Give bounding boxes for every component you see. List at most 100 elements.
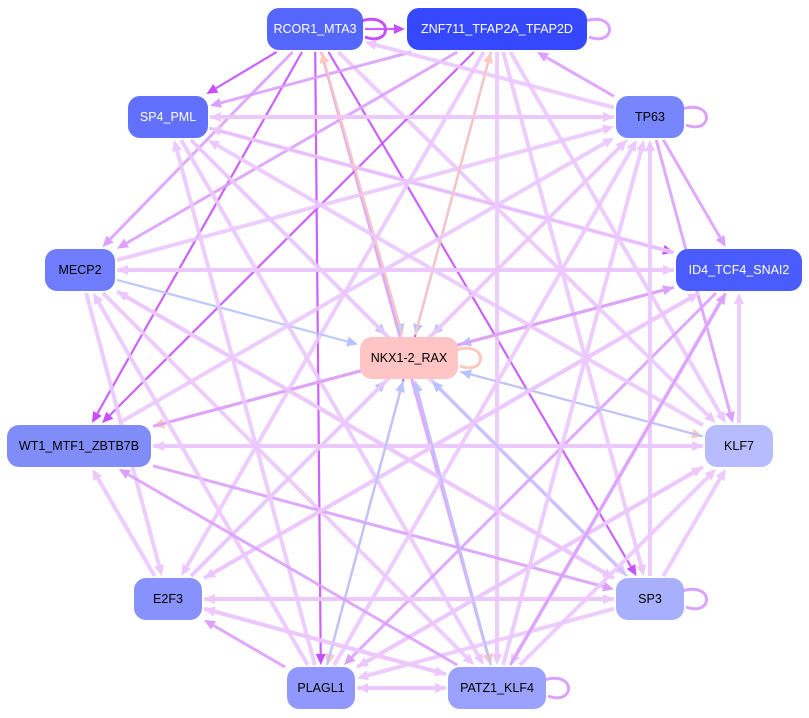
arrowhead-icon <box>117 238 130 249</box>
edge-E2F3-to-WT1_MTF1_ZBTB7B <box>92 469 157 578</box>
edge-PLAGL1-to-MECP2 <box>93 293 310 666</box>
node-id4_tcf4_snai2[interactable]: ID4_TCF4_SNAI2 <box>676 249 802 291</box>
arrowhead-icon <box>460 369 472 380</box>
arrowhead-icon <box>692 441 703 451</box>
edge-KLF7-to-ID4_TCF4_SNAI2 <box>734 293 744 423</box>
arrowhead-icon <box>725 411 735 423</box>
edge-RCOR1_MTA3-to-SP4_PML <box>206 51 278 94</box>
edge-KLF7-to-NKX1-2_RAX <box>460 369 704 438</box>
edge-SP3-to-TP63 <box>645 140 655 576</box>
edge-SP3-to-NKX1-2_RAX <box>432 381 628 577</box>
arrowhead-icon <box>704 411 716 423</box>
arrowhead-icon <box>93 293 104 306</box>
edge-PATZ1_KLF4-to-E2F3 <box>204 606 447 677</box>
arrowhead-icon <box>206 84 219 94</box>
edge-SP4_PML-to-PATZ1_KLF4 <box>179 139 484 665</box>
arrowhead-icon <box>601 137 614 148</box>
edge-ZNF711_TFAP2A_TFAP2D-to-MECP2 <box>117 50 458 249</box>
node-nkx1-2_rax[interactable]: NKX1-2_RAX <box>360 337 458 379</box>
arrowhead-icon <box>626 563 637 576</box>
arrowhead-icon <box>117 291 130 302</box>
arrowhead-icon <box>172 140 182 152</box>
edge-SP4_PML-to-TP63 <box>210 112 614 122</box>
arrowhead-icon <box>690 466 703 477</box>
node-sp4_pml[interactable]: SP4_PML <box>128 96 208 138</box>
arrowhead-icon <box>687 293 700 303</box>
arrowhead-icon <box>536 52 550 62</box>
arrowhead-icon <box>204 594 215 604</box>
edge-PATZ1_KLF4-to-PATZ1_KLF4 <box>543 676 570 700</box>
arrowhead-icon <box>715 234 726 247</box>
edge-MECP2-to-NKX1-2_RAX <box>116 278 358 347</box>
edge-E2F3-to-ID4_TCF4_SNAI2 <box>203 293 700 580</box>
arrowhead-icon <box>102 235 114 247</box>
arrowhead-icon <box>662 285 674 295</box>
edge-WT1_MTF1_ZBTB7B-to-KLF7 <box>153 441 703 451</box>
arrowhead-icon <box>102 411 114 423</box>
edge-TP63-to-RCOR1_MTA3 <box>365 40 615 110</box>
edge-PATZ1_KLF4-to-ID4_TCF4_SNAI2 <box>509 293 726 666</box>
edge-TP63-to-ID4_TCF4_SNAI2 <box>662 139 726 247</box>
edge-PATZ1_KLF4-to-KLF7 <box>518 469 716 667</box>
edge-ZNF711_TFAP2A_TFAP2D-to-KLF7 <box>508 50 726 423</box>
arrowhead-icon <box>473 652 484 665</box>
node-rcor1_mta3[interactable]: RCOR1_MTA3 <box>267 8 363 50</box>
edge-RCOR1_MTA3-to-RCOR1_MTA3 <box>360 17 387 41</box>
edge-PLAGL1-to-SP4_PML <box>172 140 317 666</box>
edge-RCOR1_MTA3-to-SP3 <box>327 51 637 576</box>
edge-ZNF711_TFAP2A_TFAP2D-to-SP4_PML <box>210 50 412 108</box>
arrowhead-icon <box>315 653 326 665</box>
edge-NKX1-2_RAX-to-RCOR1_MTA3 <box>319 52 404 336</box>
edge-ZNF711_TFAP2A_TFAP2D-to-E2F3 <box>181 51 486 576</box>
edge-RCOR1_MTA3-to-PLAGL1 <box>314 51 326 665</box>
arrowhead-icon <box>117 265 128 275</box>
arrowhead-icon <box>395 381 405 393</box>
arrowhead-icon <box>154 564 164 576</box>
arrowhead-icon <box>181 563 192 576</box>
edge-SP3-to-SP3 <box>681 587 708 611</box>
edge-RCOR1_MTA3-to-MECP2 <box>102 50 294 247</box>
node-mecp2[interactable]: MECP2 <box>45 249 115 291</box>
arrowhead-icon <box>394 24 405 34</box>
arrowhead-icon <box>462 653 475 665</box>
edge-RCOR1_MTA3-to-KLF7 <box>336 50 716 423</box>
edge-PLAGL1-to-E2F3 <box>204 619 286 669</box>
edge-RCOR1_MTA3-to-ZNF711_TFAP2A_TFAP2D <box>365 24 405 34</box>
arrowhead-icon <box>92 410 102 423</box>
arrowhead-icon <box>636 564 646 576</box>
node-tp63[interactable]: TP63 <box>616 96 684 138</box>
arrowhead-icon <box>365 40 377 50</box>
arrowhead-icon <box>602 124 614 135</box>
edge-TP63-to-ZNF711_TFAP2A_TFAP2D <box>536 52 615 98</box>
arrowhead-icon <box>715 410 726 423</box>
node-znf711_tfap2a_tfap2d[interactable]: ZNF711_TFAP2A_TFAP2D <box>407 8 587 50</box>
edge-SP3-to-KLF7 <box>661 469 726 578</box>
node-sp3[interactable]: SP3 <box>616 578 684 620</box>
arrowhead-icon <box>715 469 726 482</box>
arrowhead-icon <box>636 140 646 152</box>
edge-ID4_TCF4_SNAI2-to-SP4_PML <box>210 126 675 255</box>
edge-ID4_TCF4_SNAI2-to-MECP2 <box>117 265 674 275</box>
node-patz1_klf4[interactable]: PATZ1_KLF4 <box>448 667 546 709</box>
edge-NKX1-2_RAX-to-ZNF711_TFAP2A_TFAP2D <box>414 52 493 336</box>
edge-MECP2-to-TP63 <box>116 124 614 263</box>
edge-PATZ1_KLF4-to-TP63 <box>501 140 646 666</box>
arrowhead-icon <box>483 52 493 64</box>
arrowhead-icon <box>204 619 217 630</box>
node-wt1_mtf1_zbtb7b[interactable]: WT1_MTF1_ZBTB7B <box>7 425 151 467</box>
edge-PATZ1_KLF4-to-WT1_MTF1_ZBTB7B <box>118 469 459 667</box>
edge-ZNF711_TFAP2A_TFAP2D-to-PATZ1_KLF4 <box>492 52 502 665</box>
arrowhead-icon <box>357 683 368 693</box>
node-e2f3[interactable]: E2F3 <box>134 578 202 620</box>
node-klf7[interactable]: KLF7 <box>705 425 773 467</box>
arrowhead-icon <box>626 140 637 153</box>
arrowhead-icon <box>207 140 220 150</box>
node-plagl1[interactable]: PLAGL1 <box>287 667 355 709</box>
arrowhead-icon <box>413 381 423 393</box>
edge-ID4_TCF4_SNAI2-to-PLAGL1 <box>344 291 718 665</box>
edge-NKX1-2_RAX-to-NKX1-2_RAX <box>455 346 482 370</box>
edge-KLF7-to-SP4_PML <box>207 140 704 427</box>
edge-ZNF711_TFAP2A_TFAP2D-to-ZNF711_TFAP2A_TFAP2D <box>584 17 611 41</box>
